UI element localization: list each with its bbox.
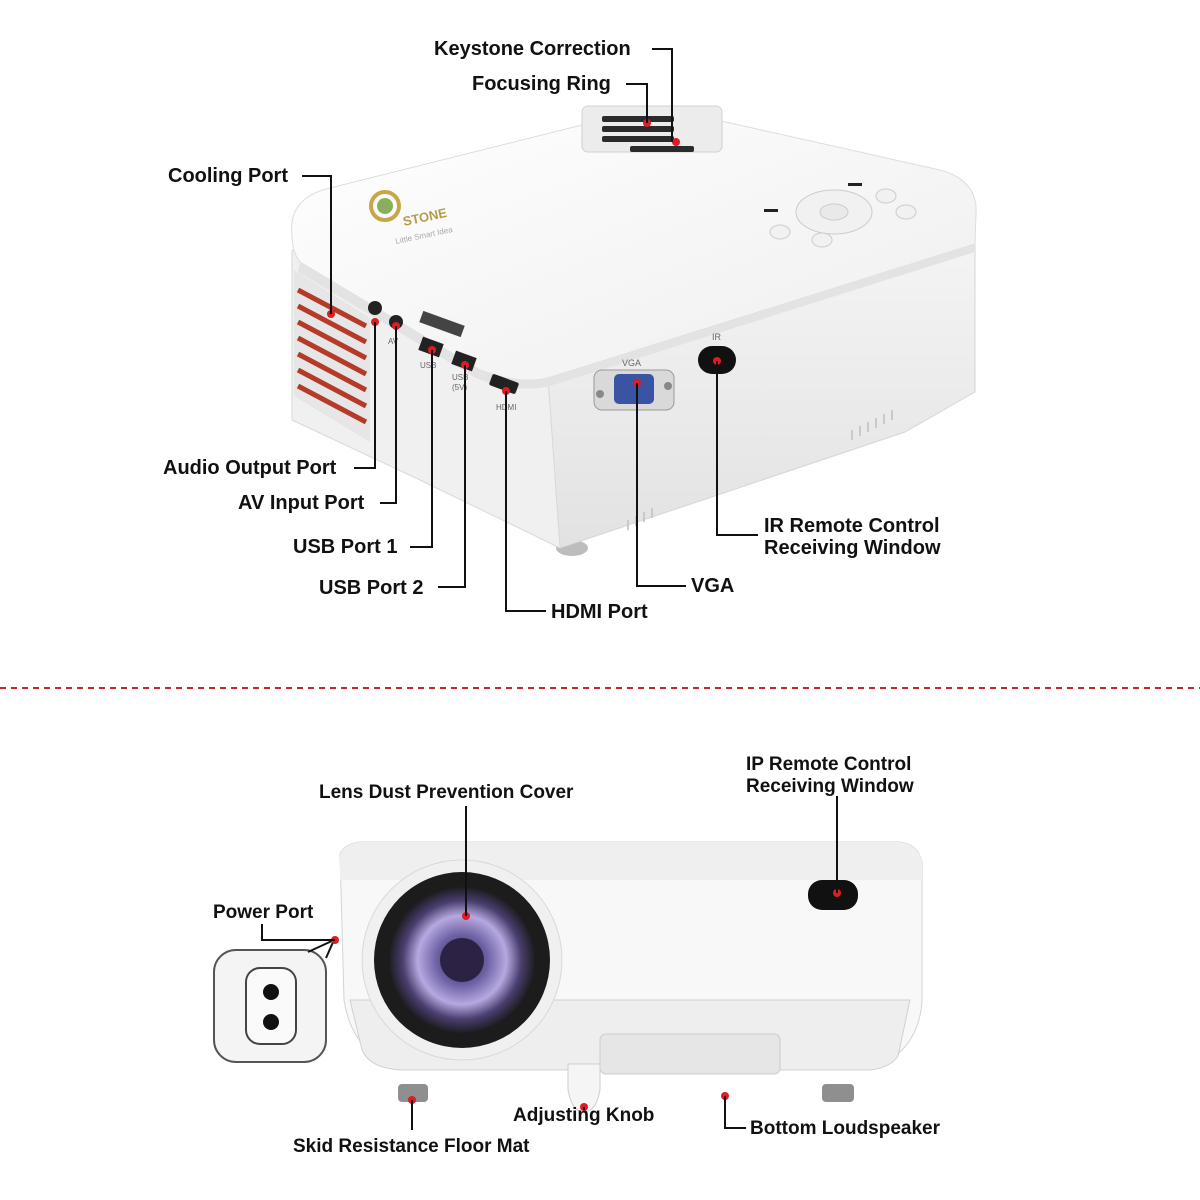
marking-vga: VGA bbox=[622, 358, 641, 368]
label-vga: VGA bbox=[691, 575, 735, 597]
front-projector bbox=[213, 796, 923, 1130]
label-adjusting-knob: Adjusting Knob bbox=[513, 1105, 655, 1126]
ip-window bbox=[808, 880, 858, 910]
label-ip-line-2: Receiving Window bbox=[746, 776, 914, 797]
label-usb-port-2: USB Port 2 bbox=[319, 577, 424, 599]
label-focusing-ring: Focusing Ring bbox=[472, 73, 611, 95]
label-hdmi-port: HDMI Port bbox=[551, 601, 648, 623]
indicator-light bbox=[764, 209, 778, 212]
skid-foot bbox=[822, 1084, 854, 1102]
power-port-inset bbox=[213, 939, 335, 1063]
focus-dials bbox=[581, 105, 723, 153]
label-cooling-port: Cooling Port bbox=[168, 165, 288, 187]
label-usb-port-1: USB Port 1 bbox=[293, 536, 398, 558]
sd-slot bbox=[419, 310, 465, 338]
indicator-light bbox=[848, 183, 862, 186]
lens-inner bbox=[440, 938, 484, 982]
top-projector: STONE Little Smart Idea bbox=[291, 48, 977, 612]
leader-lines-front bbox=[261, 796, 838, 1130]
marking-ir: IR bbox=[712, 332, 722, 342]
bottom-recess bbox=[599, 1033, 781, 1075]
hdmi-socket bbox=[489, 374, 519, 394]
label-skid-resistance: Skid Resistance Floor Mat bbox=[293, 1136, 530, 1157]
label-keystone-correction: Keystone Correction bbox=[434, 38, 631, 60]
label-ir-line-1: IR Remote Control bbox=[764, 515, 940, 537]
audio-jack bbox=[368, 301, 382, 315]
label-ir-line-2: Receiving Window bbox=[764, 537, 941, 559]
cooling-vents bbox=[294, 270, 370, 442]
marking-usb2: USB bbox=[452, 373, 468, 382]
label-bottom-loudspeaker: Bottom Loudspeaker bbox=[750, 1118, 941, 1139]
side-vents bbox=[627, 410, 893, 530]
label-ir-remote: IR Remote Control Receiving Window bbox=[764, 515, 941, 559]
marking-usb2-sub: (5V) bbox=[452, 383, 467, 392]
marking-usb1: USB bbox=[420, 361, 436, 370]
control-panel bbox=[769, 188, 917, 248]
leader-lines-top bbox=[302, 48, 758, 612]
label-lens-dust-cover: Lens Dust Prevention Cover bbox=[319, 782, 574, 803]
label-power-port: Power Port bbox=[213, 902, 314, 923]
body-top bbox=[291, 112, 977, 381]
adjusting-knob bbox=[567, 1063, 601, 1113]
marking-av: AV bbox=[388, 337, 399, 346]
label-av-input-port: AV Input Port bbox=[238, 492, 365, 514]
vga-connector bbox=[593, 369, 675, 411]
label-ip-line-1: IP Remote Control bbox=[746, 754, 912, 775]
skid-foot bbox=[398, 1084, 428, 1102]
label-audio-output-port: Audio Output Port bbox=[163, 457, 337, 479]
usb2-socket bbox=[451, 350, 477, 372]
label-ip-remote: IP Remote Control Receiving Window bbox=[746, 754, 914, 798]
